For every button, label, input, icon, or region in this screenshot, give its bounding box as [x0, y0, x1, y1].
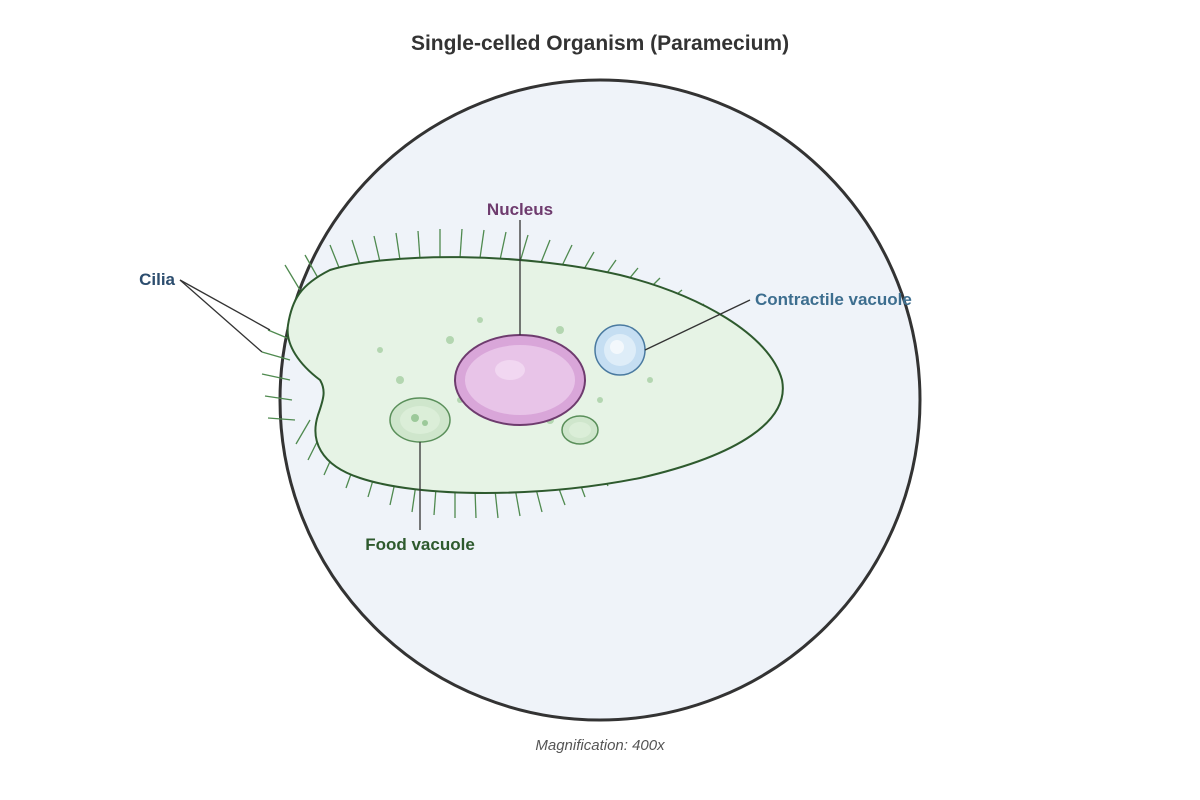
nucleus-inner — [465, 345, 575, 415]
granule — [396, 376, 404, 384]
contractile-vacuole — [594, 324, 646, 376]
cilium — [261, 351, 291, 361]
granule — [597, 397, 603, 403]
label-nucleus: Nucleus — [487, 200, 553, 219]
cilium — [433, 487, 437, 516]
cilium — [264, 395, 293, 401]
cilium — [539, 239, 551, 266]
label-food-vacuole: Food vacuole — [365, 535, 475, 554]
food-vacuole — [389, 397, 451, 443]
cilia-leader-line-upper — [179, 279, 271, 331]
small-food-vacuole — [561, 415, 599, 445]
cilium — [373, 235, 381, 263]
label-cilia: Cilia — [139, 270, 175, 289]
granule — [446, 336, 454, 344]
label-contractile-vacuole: Contractile vacuole — [755, 290, 912, 309]
cilium — [479, 229, 485, 259]
cilium — [284, 264, 301, 291]
cilium — [395, 232, 401, 261]
cilium — [329, 244, 341, 271]
food-particle — [411, 414, 419, 422]
magnification-caption: Magnification: 400x — [535, 737, 665, 754]
contractile-leader-line — [644, 299, 751, 351]
small-food-vacuole-inner — [569, 422, 591, 438]
cilium — [261, 373, 291, 381]
cilium — [417, 230, 421, 260]
cilium — [494, 489, 499, 519]
cilium — [267, 417, 296, 421]
nucleus — [454, 334, 586, 426]
food-particle — [422, 420, 428, 426]
cilium — [474, 489, 477, 519]
cilia-leader-line-lower — [179, 279, 263, 353]
granule — [556, 326, 564, 334]
cilium — [459, 228, 463, 259]
cilium — [304, 254, 319, 279]
cilium — [295, 419, 311, 445]
nucleus-highlight — [495, 360, 525, 380]
granule — [377, 347, 383, 353]
cilium — [351, 239, 361, 266]
contractile-vacuole-highlight — [610, 340, 624, 354]
food-vacuole-inner — [400, 406, 440, 434]
callout-lines — [179, 220, 751, 530]
granule — [477, 317, 483, 323]
cilium — [519, 234, 529, 263]
cilium — [499, 231, 507, 261]
granule — [647, 377, 653, 383]
diagram-title: Single-celled Organism (Paramecium) — [411, 32, 789, 55]
